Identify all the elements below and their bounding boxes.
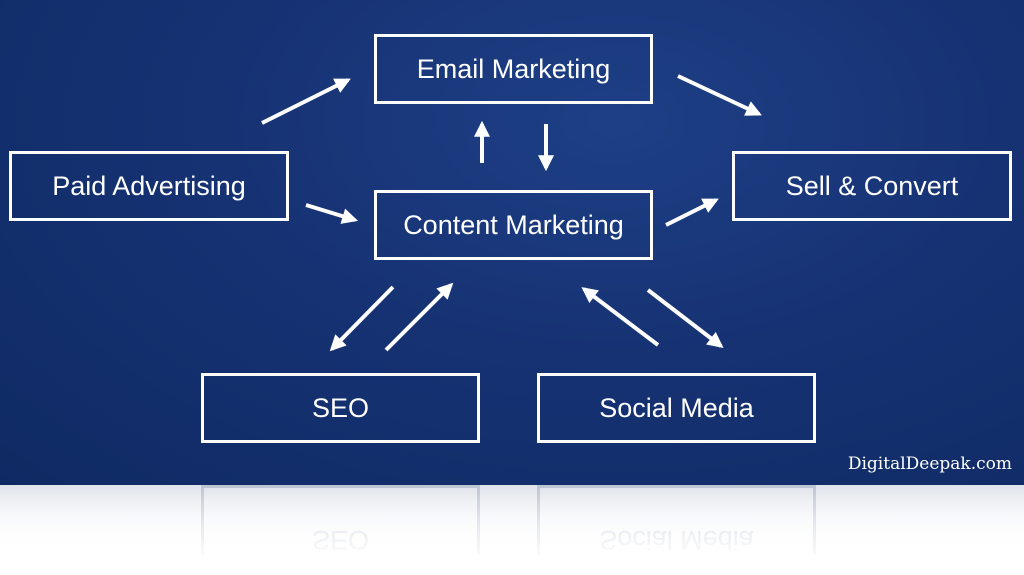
slide-reflection: SEO Social Media bbox=[0, 485, 1024, 575]
arrow-content-to-seo bbox=[329, 285, 395, 352]
arrow-seo-to-content bbox=[384, 282, 454, 352]
reflection-fade bbox=[0, 485, 1024, 575]
seo-node: SEO bbox=[201, 373, 480, 443]
sell-convert-node: Sell & Convert bbox=[732, 151, 1012, 221]
arrow-social-to-content bbox=[581, 287, 660, 347]
arrow-email-to-sell bbox=[677, 74, 762, 116]
email-marketing-label: Email Marketing bbox=[416, 53, 611, 84]
arrow-content-to-social bbox=[646, 288, 724, 348]
social-media-label: Social Media bbox=[599, 392, 754, 423]
content-marketing-node: Content Marketing bbox=[374, 190, 653, 260]
social-media-node: Social Media bbox=[537, 373, 816, 443]
arrow-paid-to-email bbox=[261, 78, 351, 125]
arrows-layer bbox=[261, 74, 762, 352]
email-marketing-node: Email Marketing bbox=[374, 34, 653, 104]
paid-advertising-label: Paid Advertising bbox=[52, 170, 246, 201]
watermark: DigitalDeepak.com bbox=[847, 454, 1012, 474]
sell-convert-label: Sell & Convert bbox=[785, 170, 959, 201]
arrow-paid-to-content bbox=[305, 203, 359, 224]
diagram-slide: Email Marketing Paid Advertising Content… bbox=[0, 0, 1024, 485]
content-marketing-label: Content Marketing bbox=[403, 209, 624, 240]
seo-label: SEO bbox=[311, 392, 370, 423]
paid-advertising-node: Paid Advertising bbox=[9, 151, 289, 221]
arrow-content-to-sell bbox=[665, 198, 719, 227]
